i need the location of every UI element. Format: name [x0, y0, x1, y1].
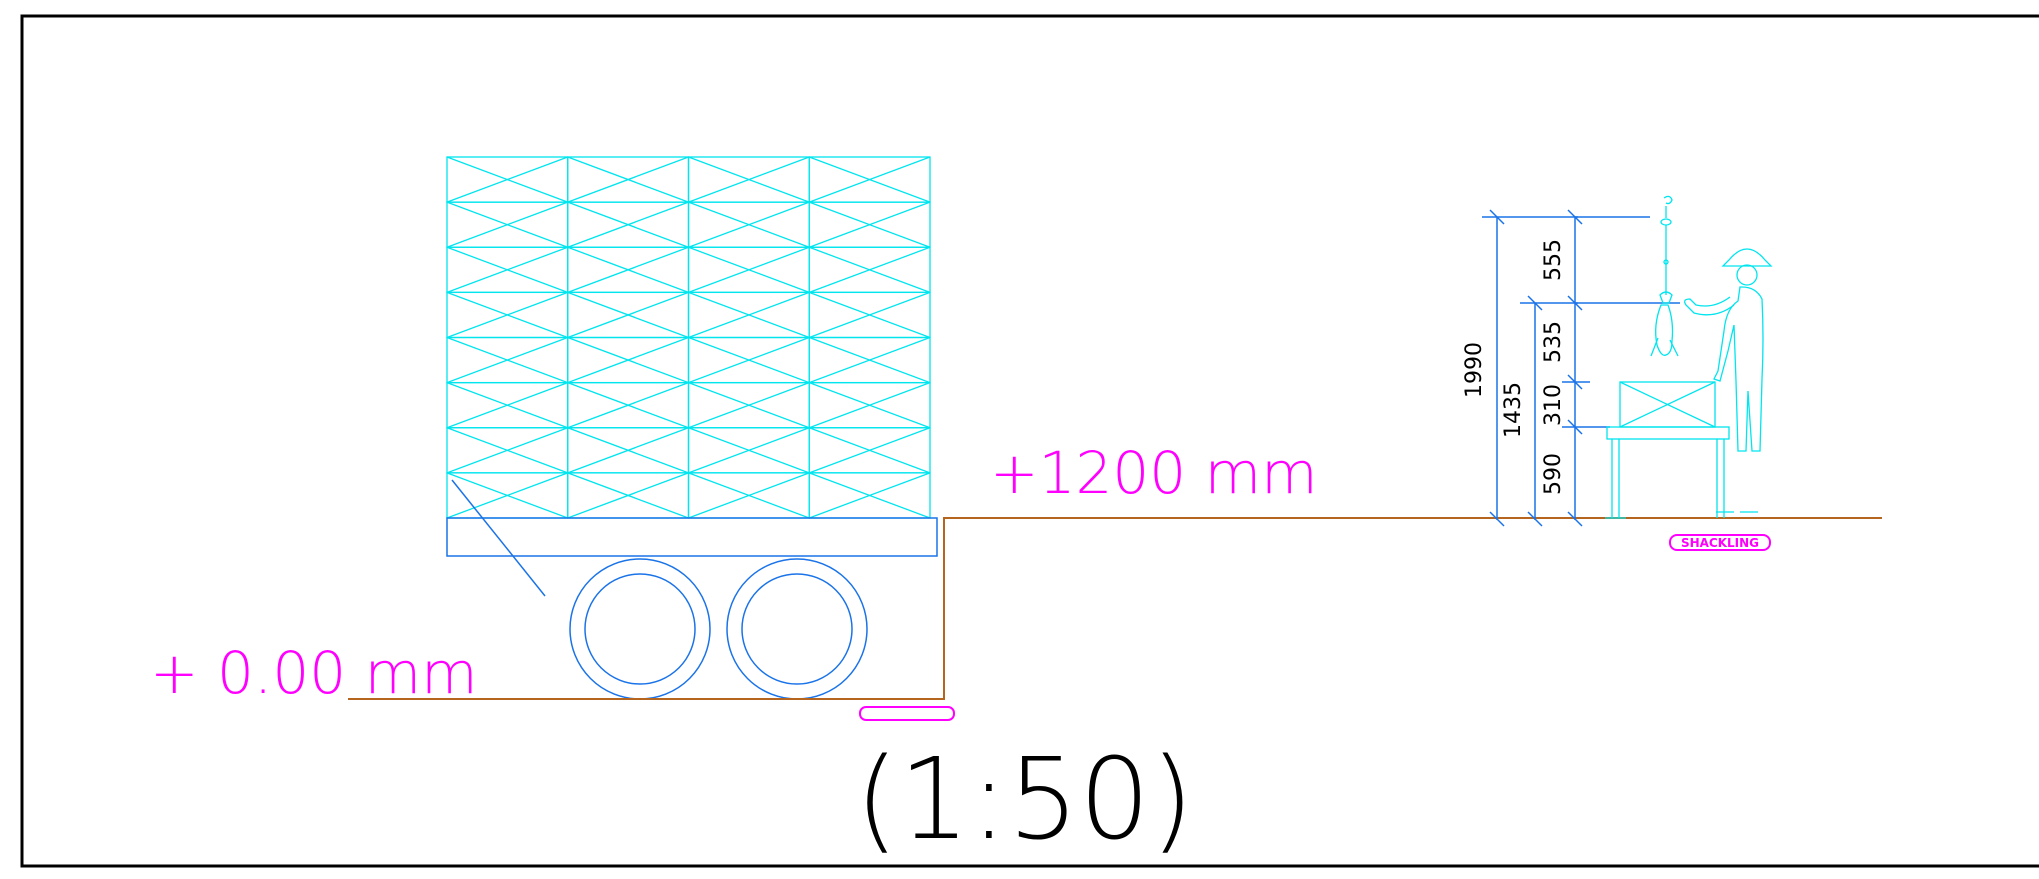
shackle-hook: [1650, 195, 1679, 357]
crate-cell: [687, 156, 810, 203]
truck: [446, 479, 938, 700]
dim-1990: 1990: [1462, 342, 1487, 398]
ground-line: [348, 517, 1882, 700]
table-crate: [1619, 381, 1716, 428]
crate-cell: [808, 472, 931, 519]
crate-cell: [808, 201, 931, 248]
crate-cell: [446, 246, 569, 294]
truck-bed: [446, 517, 938, 557]
dim-590: 590: [1541, 453, 1566, 495]
crate-cell: [446, 336, 569, 384]
dimension-lines: [1482, 209, 1680, 527]
crate-cell: [687, 427, 810, 474]
crate-cell: [808, 291, 931, 339]
scale-label: (1:50): [855, 735, 1194, 865]
elevation-low-label: + 0.00 mm: [150, 639, 478, 707]
crate-cell: [808, 427, 931, 474]
crate-cell: [567, 246, 690, 294]
crate-cell: [808, 246, 931, 294]
crate-cell: [567, 336, 690, 384]
drawing-frame: [20, 14, 2039, 868]
crate-cell: [687, 336, 810, 384]
crate-cell: [567, 427, 690, 474]
crate-cell: [446, 156, 569, 203]
crate-cell: [808, 336, 931, 384]
crate-cell: [567, 291, 690, 339]
crate-cell: [687, 201, 810, 248]
station-tag: SHACKLING: [1669, 534, 1771, 551]
crate-cell: [446, 201, 569, 248]
truck-brace: [451, 479, 546, 597]
worker-figure: [1684, 248, 1773, 513]
shackling-table: [1605, 426, 1730, 519]
truck-wheel-front: [569, 558, 711, 700]
dim-535: 535: [1541, 321, 1566, 363]
station-tag-label: SHACKLING: [1681, 536, 1759, 550]
crate-cell: [446, 291, 569, 339]
crate-cell: [446, 381, 569, 429]
crate-cell: [567, 381, 690, 429]
crate-stack: [446, 156, 931, 519]
crate-cell: [687, 381, 810, 429]
dim-1435: 1435: [1501, 382, 1526, 438]
crate-cell: [687, 246, 810, 294]
crate-cell: [567, 201, 690, 248]
crate-cell: [567, 156, 690, 203]
elevation-high-label: +1200 mm: [990, 439, 1318, 507]
truck-wheel-rear: [726, 558, 868, 700]
crate-cell: [808, 156, 931, 203]
section-mark: [859, 706, 955, 721]
dim-310: 310: [1541, 384, 1566, 426]
crate-cell: [687, 291, 810, 339]
crate-cell: [687, 472, 810, 519]
dim-555: 555: [1541, 239, 1566, 281]
crate-cell: [567, 472, 690, 519]
crate-cell: [808, 381, 931, 429]
crate-cell: [446, 427, 569, 474]
